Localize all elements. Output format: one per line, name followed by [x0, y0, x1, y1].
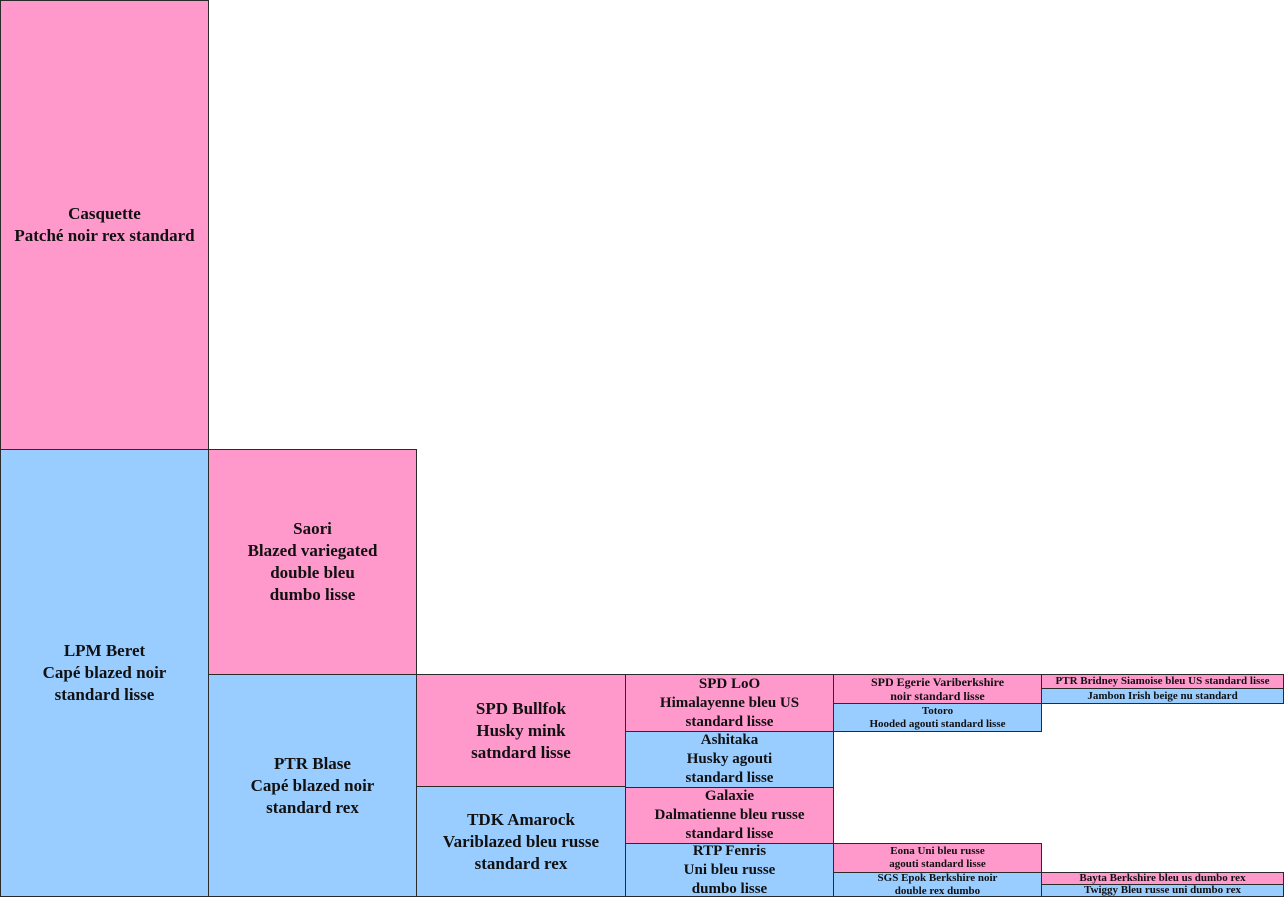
node-name: TDK Amarock: [467, 809, 575, 829]
node-spd-egerie: SPD Egerie Variberkshire noir standard l…: [833, 674, 1042, 704]
node-label: PTR Bridney Siamoise bleu US standard li…: [1055, 675, 1270, 687]
node-spd-bullfok: SPD Bullfok Husky mink satndard lisse: [416, 674, 626, 787]
node-label: Jambon Irish beige nu standard: [1087, 689, 1238, 702]
node-twiggy: Twiggy Bleu russe uni dumbo rex: [1041, 884, 1284, 897]
node-label: Eona Uni bleu russe agouti standard liss…: [889, 845, 986, 870]
node-desc: Variblazed bleu russe standard rex: [442, 831, 600, 873]
node-desc: Blazed variegated double bleu dumbo liss…: [247, 541, 378, 604]
node-name: RTP Fenris: [692, 843, 767, 859]
node-ashitaka: Ashitaka Husky agouti standard lisse: [625, 731, 834, 788]
node-label: SGS Epok Berkshire noir double rex dumbo: [877, 872, 998, 897]
node-eona: Eona Uni bleu russe agouti standard liss…: [833, 843, 1042, 873]
node-galaxie: Galaxie Dalmatienne bleu russe standard …: [625, 787, 834, 844]
node-name: Galaxie: [704, 788, 755, 804]
node-desc: Uni bleu russe dumbo lisse: [683, 861, 776, 897]
node-name: Casquette: [68, 204, 141, 223]
node-label: Twiggy Bleu russe uni dumbo rex: [1084, 884, 1241, 896]
node-desc: Patché noir rex standard: [14, 226, 195, 245]
node-totoro: Totoro Hooded agouti standard lisse: [833, 703, 1042, 732]
node-name: LPM Beret: [63, 641, 146, 660]
node-jambon: Jambon Irish beige nu standard: [1041, 688, 1284, 704]
node-name: Ashitaka: [700, 732, 759, 748]
node-label: Totoro Hooded agouti standard lisse: [869, 704, 1006, 730]
node-desc: Capé blazed noir standard lisse: [42, 663, 167, 704]
node-name: PTR Blase: [274, 753, 351, 773]
node-desc: Capé blazed noir standard rex: [250, 775, 375, 817]
node-saori: Saori Blazed variegated double bleu dumb…: [208, 449, 417, 675]
node-tdk-amarock: TDK Amarock Variblazed bleu russe standa…: [416, 786, 626, 897]
node-name: SPD LoO: [698, 675, 761, 692]
node-name: Saori: [293, 519, 332, 538]
node-label: Bayta Berkshire bleu us dumbo rex: [1079, 872, 1246, 884]
node-rtp-fenris: RTP Fenris Uni bleu russe dumbo lisse: [625, 843, 834, 897]
node-sgs-epok: SGS Epok Berkshire noir double rex dumbo: [833, 872, 1042, 897]
node-casquette: Casquette Patché noir rex standard: [0, 0, 209, 450]
node-desc: Husky mink satndard lisse: [471, 720, 571, 762]
node-spd-loo: SPD LoO Himalayenne bleu US standard lis…: [625, 674, 834, 732]
node-desc: Dalmatienne bleu russe standard lisse: [654, 807, 805, 842]
node-ptr-blase: PTR Blase Capé blazed noir standard rex: [208, 674, 417, 897]
node-ptr-bridney: PTR Bridney Siamoise bleu US standard li…: [1041, 674, 1284, 689]
node-lpm-beret: LPM Beret Capé blazed noir standard liss…: [0, 449, 209, 897]
node-desc: Husky agouti standard lisse: [685, 751, 774, 786]
node-name: SPD Bullfok: [475, 698, 567, 718]
node-desc: Himalayenne bleu US standard lisse: [659, 694, 800, 730]
node-label: SPD Egerie Variberkshire noir standard l…: [870, 675, 1005, 703]
